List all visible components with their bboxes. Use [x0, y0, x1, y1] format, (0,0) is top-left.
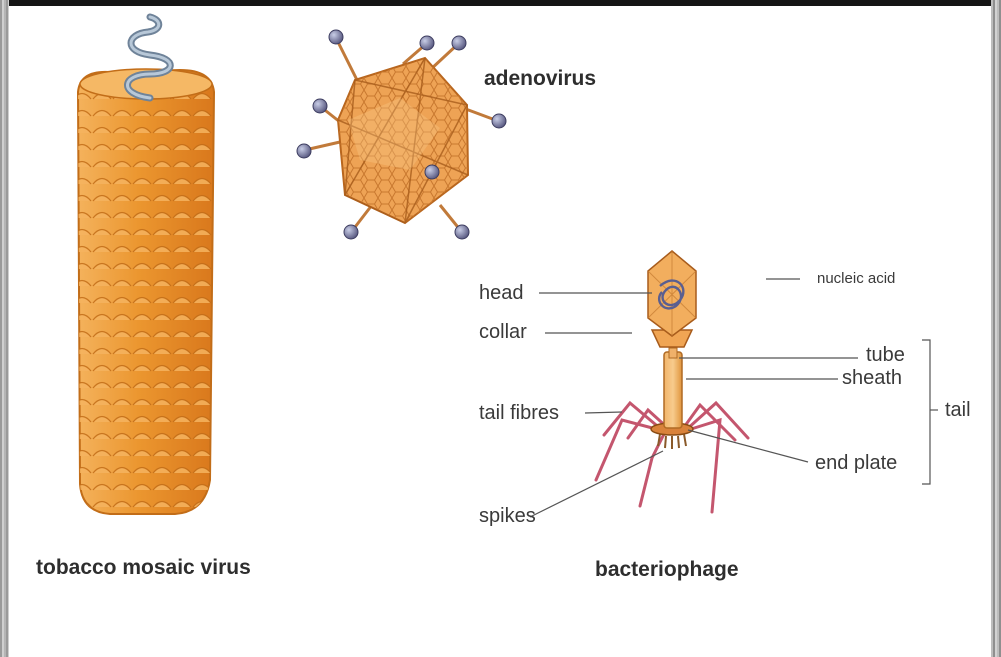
label-head: head — [479, 283, 524, 303]
caption-bacteriophage: bacteriophage — [595, 559, 739, 580]
caption-tobacco-mosaic-virus: tobacco mosaic virus — [36, 557, 251, 578]
caption-adenovirus: adenovirus — [484, 68, 596, 89]
leader-lines — [530, 279, 938, 517]
tobacco-mosaic-virus — [78, 17, 214, 514]
label-sheath: sheath — [842, 368, 902, 388]
label-tail: tail — [945, 400, 971, 420]
label-collar: collar — [479, 322, 527, 342]
label-end-plate: end plate — [815, 453, 897, 473]
tmv-capsomeres — [78, 70, 214, 514]
adenovirus — [297, 30, 506, 239]
label-tube: tube — [866, 345, 905, 365]
label-spikes: spikes — [479, 506, 536, 526]
label-tail-fibres: tail fibres — [479, 403, 559, 423]
label-nucleic-acid: nucleic acid — [817, 271, 895, 286]
sheath — [664, 352, 682, 428]
tube — [669, 348, 677, 358]
